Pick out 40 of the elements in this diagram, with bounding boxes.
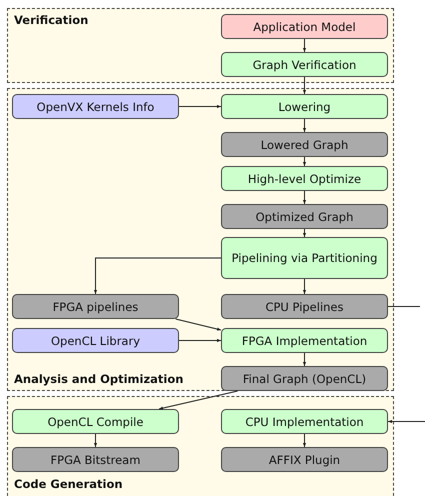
arrow	[94, 434, 98, 448]
section-panel	[7, 8, 394, 83]
arrow	[158, 390, 238, 410]
section-title: Verification	[14, 13, 88, 27]
section-panel	[7, 396, 394, 496]
arrow	[178, 338, 222, 342]
arrow	[302, 190, 306, 204]
process-box: OpenCL Compile	[12, 409, 179, 434]
arrow	[302, 118, 306, 132]
arrow	[175, 318, 222, 331]
process-box: CPU Pipelines	[221, 294, 388, 319]
arrow	[302, 228, 306, 238]
arrow	[302, 156, 306, 166]
process-box: Application Model	[221, 14, 388, 39]
process-box: CPU Implementation	[221, 409, 388, 434]
arrow	[94, 258, 222, 294]
arrow	[388, 420, 425, 424]
process-box: FPGA pipelines	[12, 294, 179, 319]
process-box: Graph Verification	[221, 52, 388, 77]
arrow	[178, 104, 222, 108]
process-box: OpenVX Kernels Info	[12, 94, 179, 119]
process-box: Final Graph (OpenCL)	[221, 366, 388, 391]
section-title: Analysis and Optimization	[14, 372, 184, 386]
process-box: OpenCL Library	[12, 328, 179, 353]
process-box: AFFIX Plugin	[221, 447, 388, 472]
process-box: High-level Optimize	[221, 166, 388, 191]
section-title: Code Generation	[14, 477, 123, 491]
arrow	[302, 38, 306, 52]
process-box: Lowered Graph	[221, 132, 388, 157]
connector-line	[388, 306, 420, 307]
process-box: Lowering	[221, 94, 388, 119]
arrow	[302, 278, 306, 294]
process-box: FPGA Implementation	[221, 328, 388, 353]
process-box: Optimized Graph	[221, 204, 388, 229]
process-box: FPGA Bitstream	[12, 447, 179, 472]
arrow	[302, 352, 306, 366]
process-box: Pipelining via Partitioning	[221, 237, 388, 279]
section-panel	[7, 88, 394, 391]
arrow	[302, 76, 306, 94]
arrow	[302, 434, 306, 448]
